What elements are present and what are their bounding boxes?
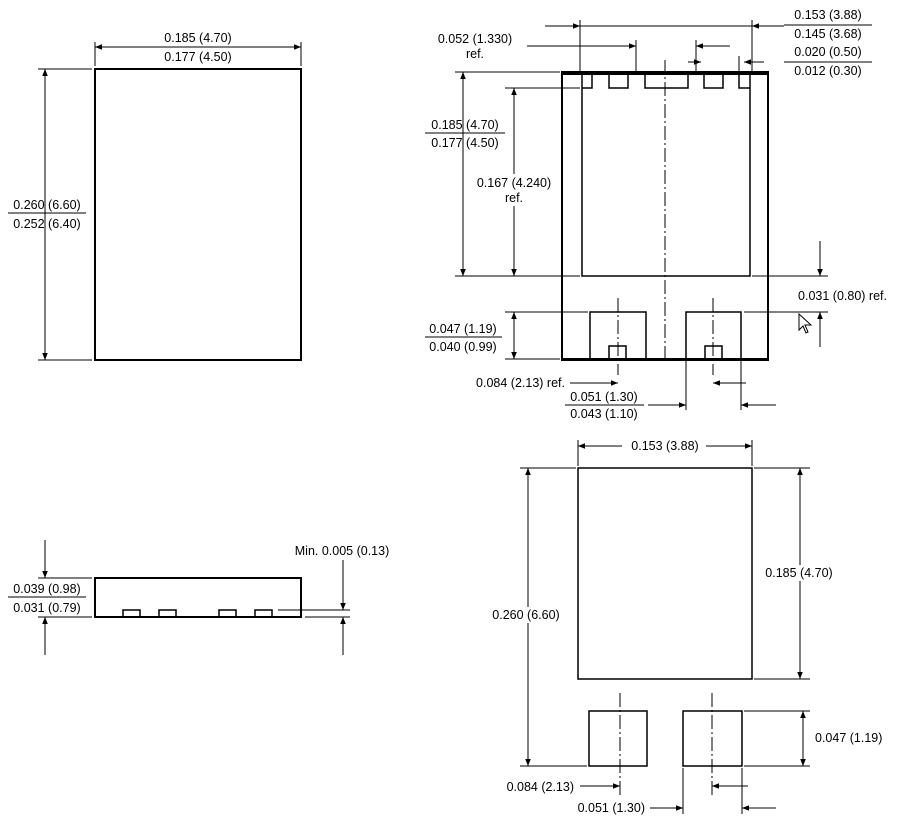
side-view: 0.039 (0.98) 0.031 (0.79) Min. 0.005 (0.… xyxy=(8,540,389,655)
footprint-small-pad-left xyxy=(588,710,648,767)
fp-small-pad-width-label: 0.051 (1.30) xyxy=(578,801,645,815)
top-left-view: 0.185 (4.70) 0.177 (4.50) 0.260 (6.60) 0… xyxy=(8,31,302,361)
height-min-label: 0.252 (6.40) xyxy=(13,217,80,231)
body-max-label: 0.185 (4.70) xyxy=(431,118,498,132)
side-profile xyxy=(94,577,302,618)
ref-1330-label: 0.052 (1.330) xyxy=(438,32,512,46)
top-tab-3 xyxy=(703,71,724,89)
min-gap-label: Min. 0.005 (0.13) xyxy=(295,544,390,558)
footprint-main-pad xyxy=(577,467,753,680)
gap-ref-label: 0.031 (0.80) ref. xyxy=(798,289,887,303)
height-max-label: 0.260 (6.60) xyxy=(13,198,80,212)
ref-4240-label: 0.167 (4.240) xyxy=(477,176,551,190)
lower-width-max-label: 0.051 (1.30) xyxy=(570,390,637,404)
ref-word-b: ref. xyxy=(505,191,523,205)
top-right-view: 0.153 (3.88) 0.145 (3.68) 0.052 (1.330) … xyxy=(425,8,887,421)
die-pad xyxy=(581,74,751,277)
package-outline xyxy=(94,68,302,361)
thickness-max-label: 0.039 (0.98) xyxy=(13,582,80,596)
top-tab-1 xyxy=(608,71,629,89)
width-pads-max-label: 0.153 (3.88) xyxy=(794,8,861,22)
fp-pitch-label: 0.084 (2.13) xyxy=(507,780,574,794)
lower-width-min-label: 0.043 (1.10) xyxy=(570,407,637,421)
pad-min-label: 0.012 (0.30) xyxy=(794,64,861,78)
lower-min-label: 0.040 (0.99) xyxy=(429,340,496,354)
body-min-label: 0.177 (4.50) xyxy=(431,136,498,150)
fp-pad-height-label: 0.185 (4.70) xyxy=(765,566,832,580)
fp-total-height-label: 0.260 (6.60) xyxy=(492,608,559,622)
footprint-view: 0.153 (3.88) 0.185 (4.70) 0.260 (6.60) 0… xyxy=(488,437,882,815)
lower-max-label: 0.047 (1.19) xyxy=(429,322,496,336)
top-tab-2 xyxy=(644,71,689,89)
pad-max-label: 0.020 (0.50) xyxy=(794,45,861,59)
width-min-label: 0.177 (4.50) xyxy=(164,50,231,64)
thickness-min-label: 0.031 (0.79) xyxy=(13,601,80,615)
width-pads-min-label: 0.145 (3.68) xyxy=(794,27,861,41)
fp-width-label: 0.153 (3.88) xyxy=(631,439,698,453)
fp-small-pad-height-label: 0.047 (1.19) xyxy=(815,731,882,745)
pitch-ref-label: 0.084 (2.13) ref. xyxy=(476,376,565,390)
ref-word-a: ref. xyxy=(466,47,484,61)
mouse-pointer-icon xyxy=(798,312,813,334)
width-max-label: 0.185 (4.70) xyxy=(164,31,231,45)
